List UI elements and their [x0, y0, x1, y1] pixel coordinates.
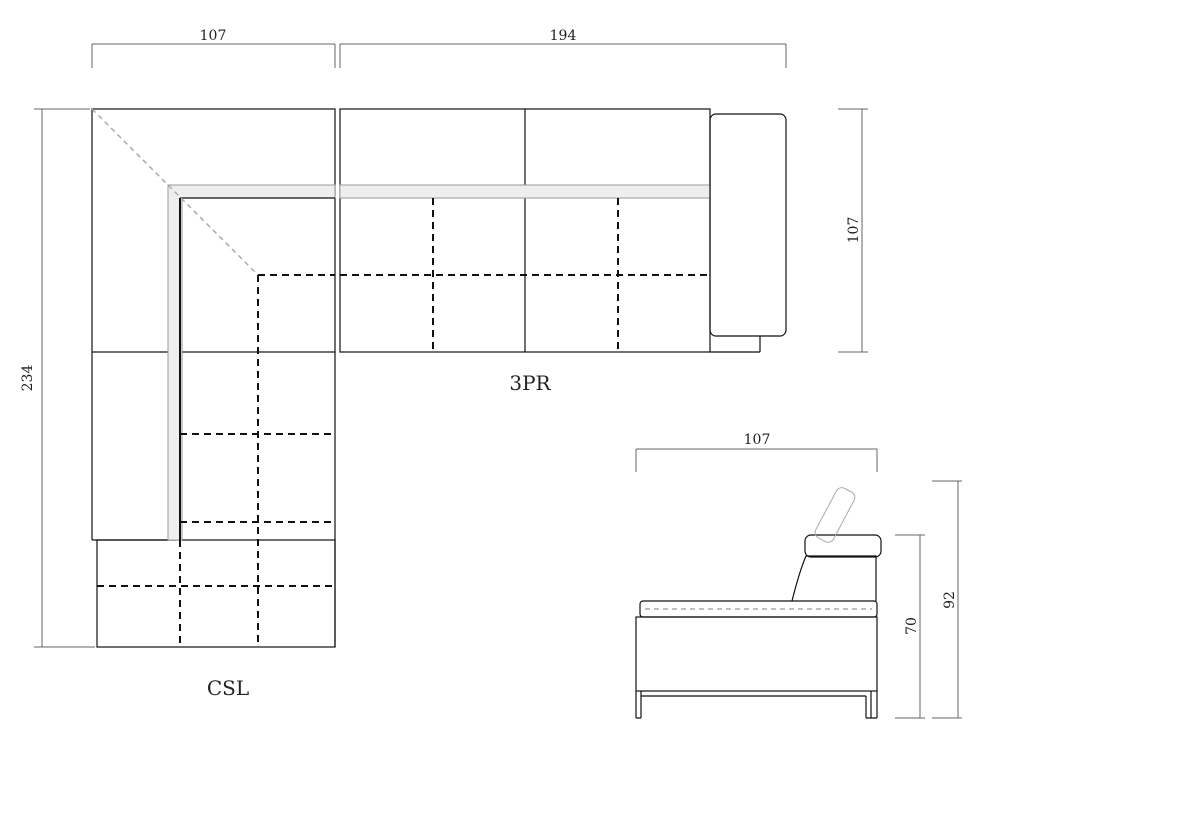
- dimension-right-depth: 107: [838, 108, 868, 353]
- side-seat-cushion: [639, 600, 878, 618]
- back-height-value: 70: [904, 617, 920, 635]
- dimension-total-depth: 234: [20, 108, 95, 648]
- dimension-left-width: 107: [91, 28, 336, 68]
- 3pr-label: 3PR: [509, 371, 551, 395]
- 3pr-backrest-band: [339, 184, 711, 199]
- dimension-right-width: 194: [339, 28, 787, 68]
- csl-label: CSL: [207, 676, 249, 700]
- total-depth-value: 234: [20, 365, 36, 392]
- dimension-side-depth: 107: [635, 432, 878, 472]
- 3pr-armrest: [709, 113, 787, 337]
- side-frame: [635, 691, 878, 719]
- csl-backrest-band: [167, 184, 336, 541]
- dimension-back-height: 70: [895, 534, 925, 719]
- dimension-total-height: 92: [932, 480, 962, 719]
- csl-module: CSL: [91, 108, 336, 700]
- side-headrest-tilted: [814, 487, 856, 543]
- 3pr-module: 3PR: [339, 108, 787, 395]
- side-view: 107 70 92: [635, 432, 962, 719]
- left-width-value: 107: [200, 28, 227, 44]
- total-height-value: 92: [942, 591, 958, 609]
- right-depth-value: 107: [846, 217, 862, 244]
- side-base: [635, 616, 878, 692]
- side-depth-value: 107: [744, 432, 771, 448]
- side-headrest: [804, 534, 882, 558]
- right-width-value: 194: [550, 28, 577, 44]
- side-backrest: [791, 555, 877, 602]
